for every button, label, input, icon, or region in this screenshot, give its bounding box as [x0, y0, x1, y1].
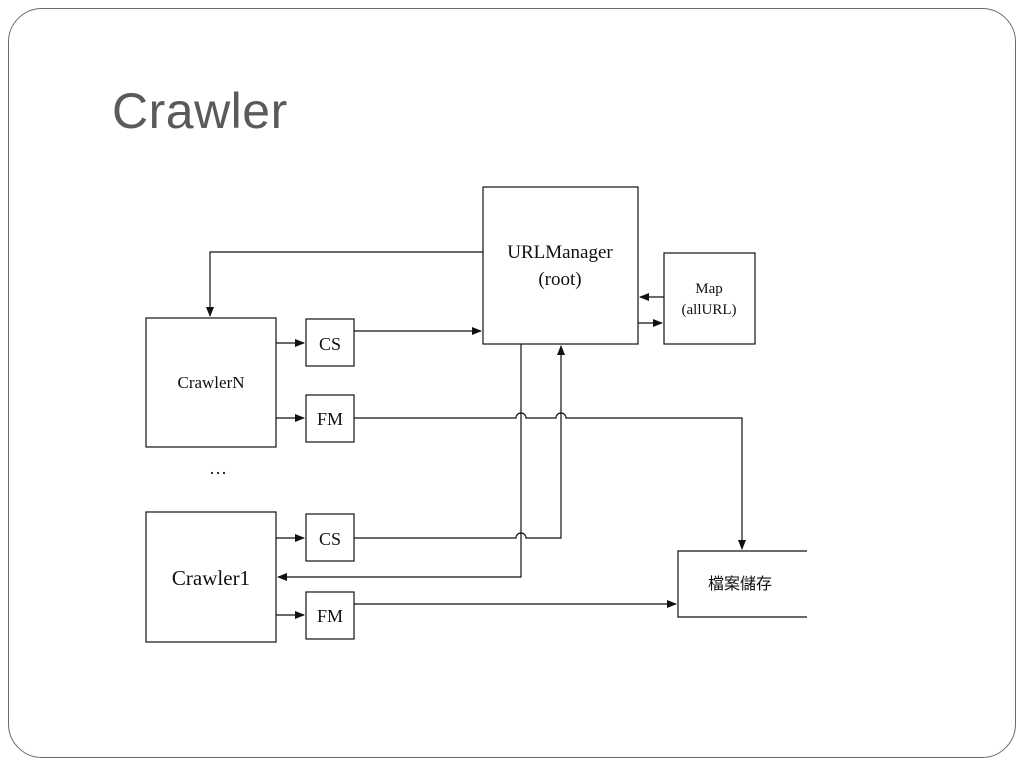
slide-title: Crawler [112, 83, 288, 139]
edge-fm-top-to-storage [354, 412, 746, 550]
url-manager-box [482, 186, 639, 345]
fm-top-box [305, 394, 355, 443]
storage-label: 檔案儲存 [708, 575, 772, 593]
cs-top-box [305, 318, 355, 367]
crawler-1-box [145, 511, 277, 643]
edge-cs-bottom-to-urlmanager [354, 345, 565, 539]
map-box [663, 252, 756, 345]
map-label-line2: (allURL) [682, 302, 737, 318]
edge-urlmanager-to-crawlern [206, 251, 483, 317]
url-manager-label-line2: (root) [538, 269, 581, 290]
map-label-line1: Map [695, 281, 723, 297]
cs-bottom-box [305, 513, 355, 562]
cs-bottom-label: CS [319, 529, 341, 549]
crawler-n-box [145, 317, 277, 448]
fm-top-label: FM [317, 409, 343, 429]
fm-bottom-label: FM [317, 606, 343, 626]
storage-box [677, 550, 807, 618]
crawler-1-label: Crawler1 [172, 566, 250, 590]
edge-urlmanager-to-crawler1 [277, 344, 522, 581]
url-manager-label-line1: URLManager [507, 242, 613, 263]
cs-top-label: CS [319, 334, 341, 354]
ellipsis-label: … [209, 458, 227, 478]
crawler-n-label: CrawlerN [177, 373, 244, 392]
fm-bottom-box [305, 591, 355, 640]
